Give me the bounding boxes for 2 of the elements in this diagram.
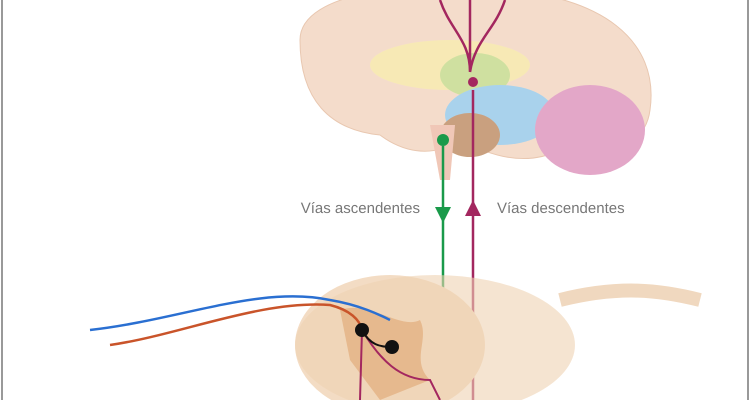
pathway-label: Vías descendentes (497, 200, 626, 218)
pathway-label: Vías ascendentes (300, 200, 420, 218)
